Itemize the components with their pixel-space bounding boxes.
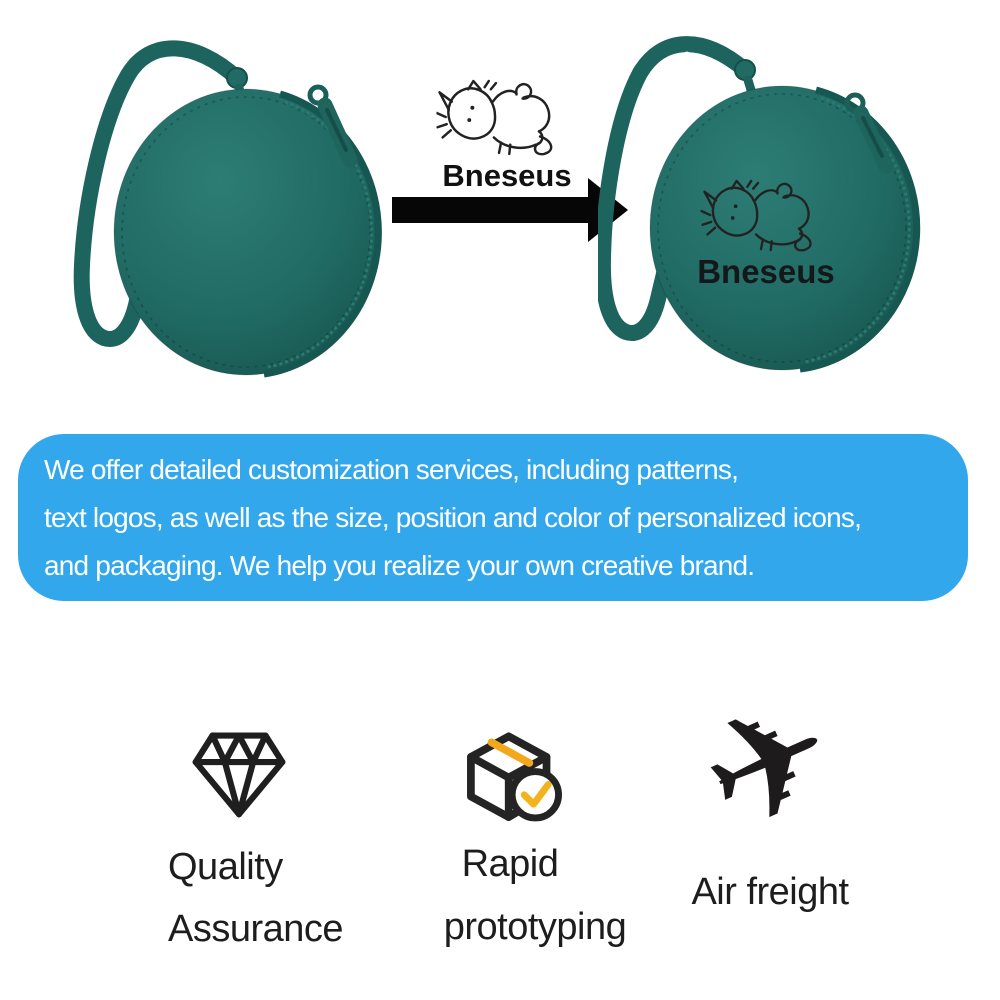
customization-banner: We offer detailed customization services…	[18, 434, 968, 601]
transformation: Bneseus	[392, 60, 642, 260]
brand-label: Bneseus	[442, 158, 572, 193]
zipper-pull-shade	[861, 116, 884, 158]
banner-line-3: and packaging. We help you realize your …	[44, 550, 755, 581]
stitch-seam	[121, 96, 371, 368]
printed-brand-label: Bneseus	[697, 253, 835, 290]
check-circle	[508, 768, 562, 822]
banner-line-2: text logos, as well as the size, positio…	[44, 502, 862, 533]
banner-text: We offer detailed customization services…	[18, 434, 968, 590]
printed-design: Bneseus	[697, 179, 835, 290]
strap-slot	[152, 57, 181, 78]
feature-prototyping-line2: prototyping	[443, 906, 627, 948]
product-after: Bneseus	[594, 16, 974, 416]
feature-quality-line2: Assurance	[168, 908, 344, 950]
feature-freight-line1: Air freight	[691, 871, 849, 913]
plain-pouch-image	[73, 40, 382, 378]
stitch-seam	[657, 93, 907, 363]
right-arrow-icon	[392, 178, 628, 242]
strap-slot	[661, 51, 690, 71]
airplane-icon: ✈	[664, 660, 874, 870]
box-stripe	[487, 738, 534, 767]
check-mark	[520, 781, 552, 808]
zipper-pull-shade	[325, 108, 348, 152]
zipper-teeth	[803, 96, 911, 364]
box-checkmark-icon	[467, 732, 562, 822]
airplane-glyph: ✈	[676, 659, 862, 871]
cat-doodle-icon	[436, 78, 560, 158]
diamond-icon	[192, 732, 286, 818]
banner-line-1: We offer detailed customization services…	[44, 454, 739, 485]
feature-prototyping-line1: Rapid	[461, 843, 559, 885]
printed-pouch-image: Bneseus	[594, 36, 921, 373]
product-before	[58, 18, 434, 418]
feature-quality-line1: Quality	[168, 846, 283, 888]
